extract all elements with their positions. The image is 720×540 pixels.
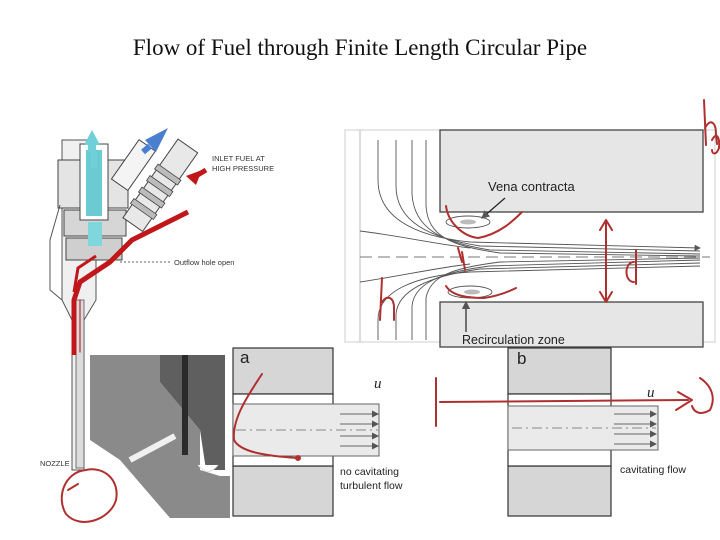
- handwritten-circle: [60, 468, 118, 523]
- orifice-flow-diagram: Vena contracta Recirculation zone: [344, 129, 716, 348]
- handwritten-length-arrow: [439, 399, 689, 403]
- recirculation-zone-label: Recirculation zone: [462, 333, 565, 347]
- panel-b-letter: b: [517, 349, 526, 368]
- handwritten-h-top: [703, 99, 718, 146]
- panel-a: a u no cavitating turbulent flow: [88, 347, 403, 518]
- nozzle-label: NOZZLE: [40, 459, 70, 468]
- vena-contracta-label: Vena contracta: [488, 179, 575, 194]
- panel-b: b u cavitating flow: [507, 347, 686, 517]
- handwritten-h-left: [379, 277, 395, 321]
- handwritten-d: [625, 249, 637, 285]
- handwritten-d-arrow: [599, 219, 613, 303]
- panel-a-velocity: u: [374, 376, 382, 392]
- outflow-hole-label: Outflow hole open: [174, 258, 234, 267]
- panel-a-letter: a: [240, 348, 250, 367]
- panel-a-caption-line1: no cavitating: [340, 466, 399, 478]
- panel-a-caption-line2: turbulent flow: [340, 480, 403, 492]
- injector-diagram: INLET FUEL AT HIGH PRESSURE Outflow hole…: [40, 128, 274, 475]
- panel-b-velocity: u: [647, 385, 655, 401]
- slide-title: Flow of Fuel through Finite Length Circu…: [133, 35, 587, 60]
- inlet-label-line2: HIGH PRESSURE: [212, 164, 274, 173]
- panel-b-caption: cavitating flow: [620, 464, 686, 476]
- inlet-label-line1: INLET FUEL AT: [212, 154, 265, 163]
- outflow-arrow-icon: [84, 130, 100, 152]
- handwritten-annotations: [60, 99, 720, 523]
- inlet-blue-arrow-icon: [145, 128, 168, 152]
